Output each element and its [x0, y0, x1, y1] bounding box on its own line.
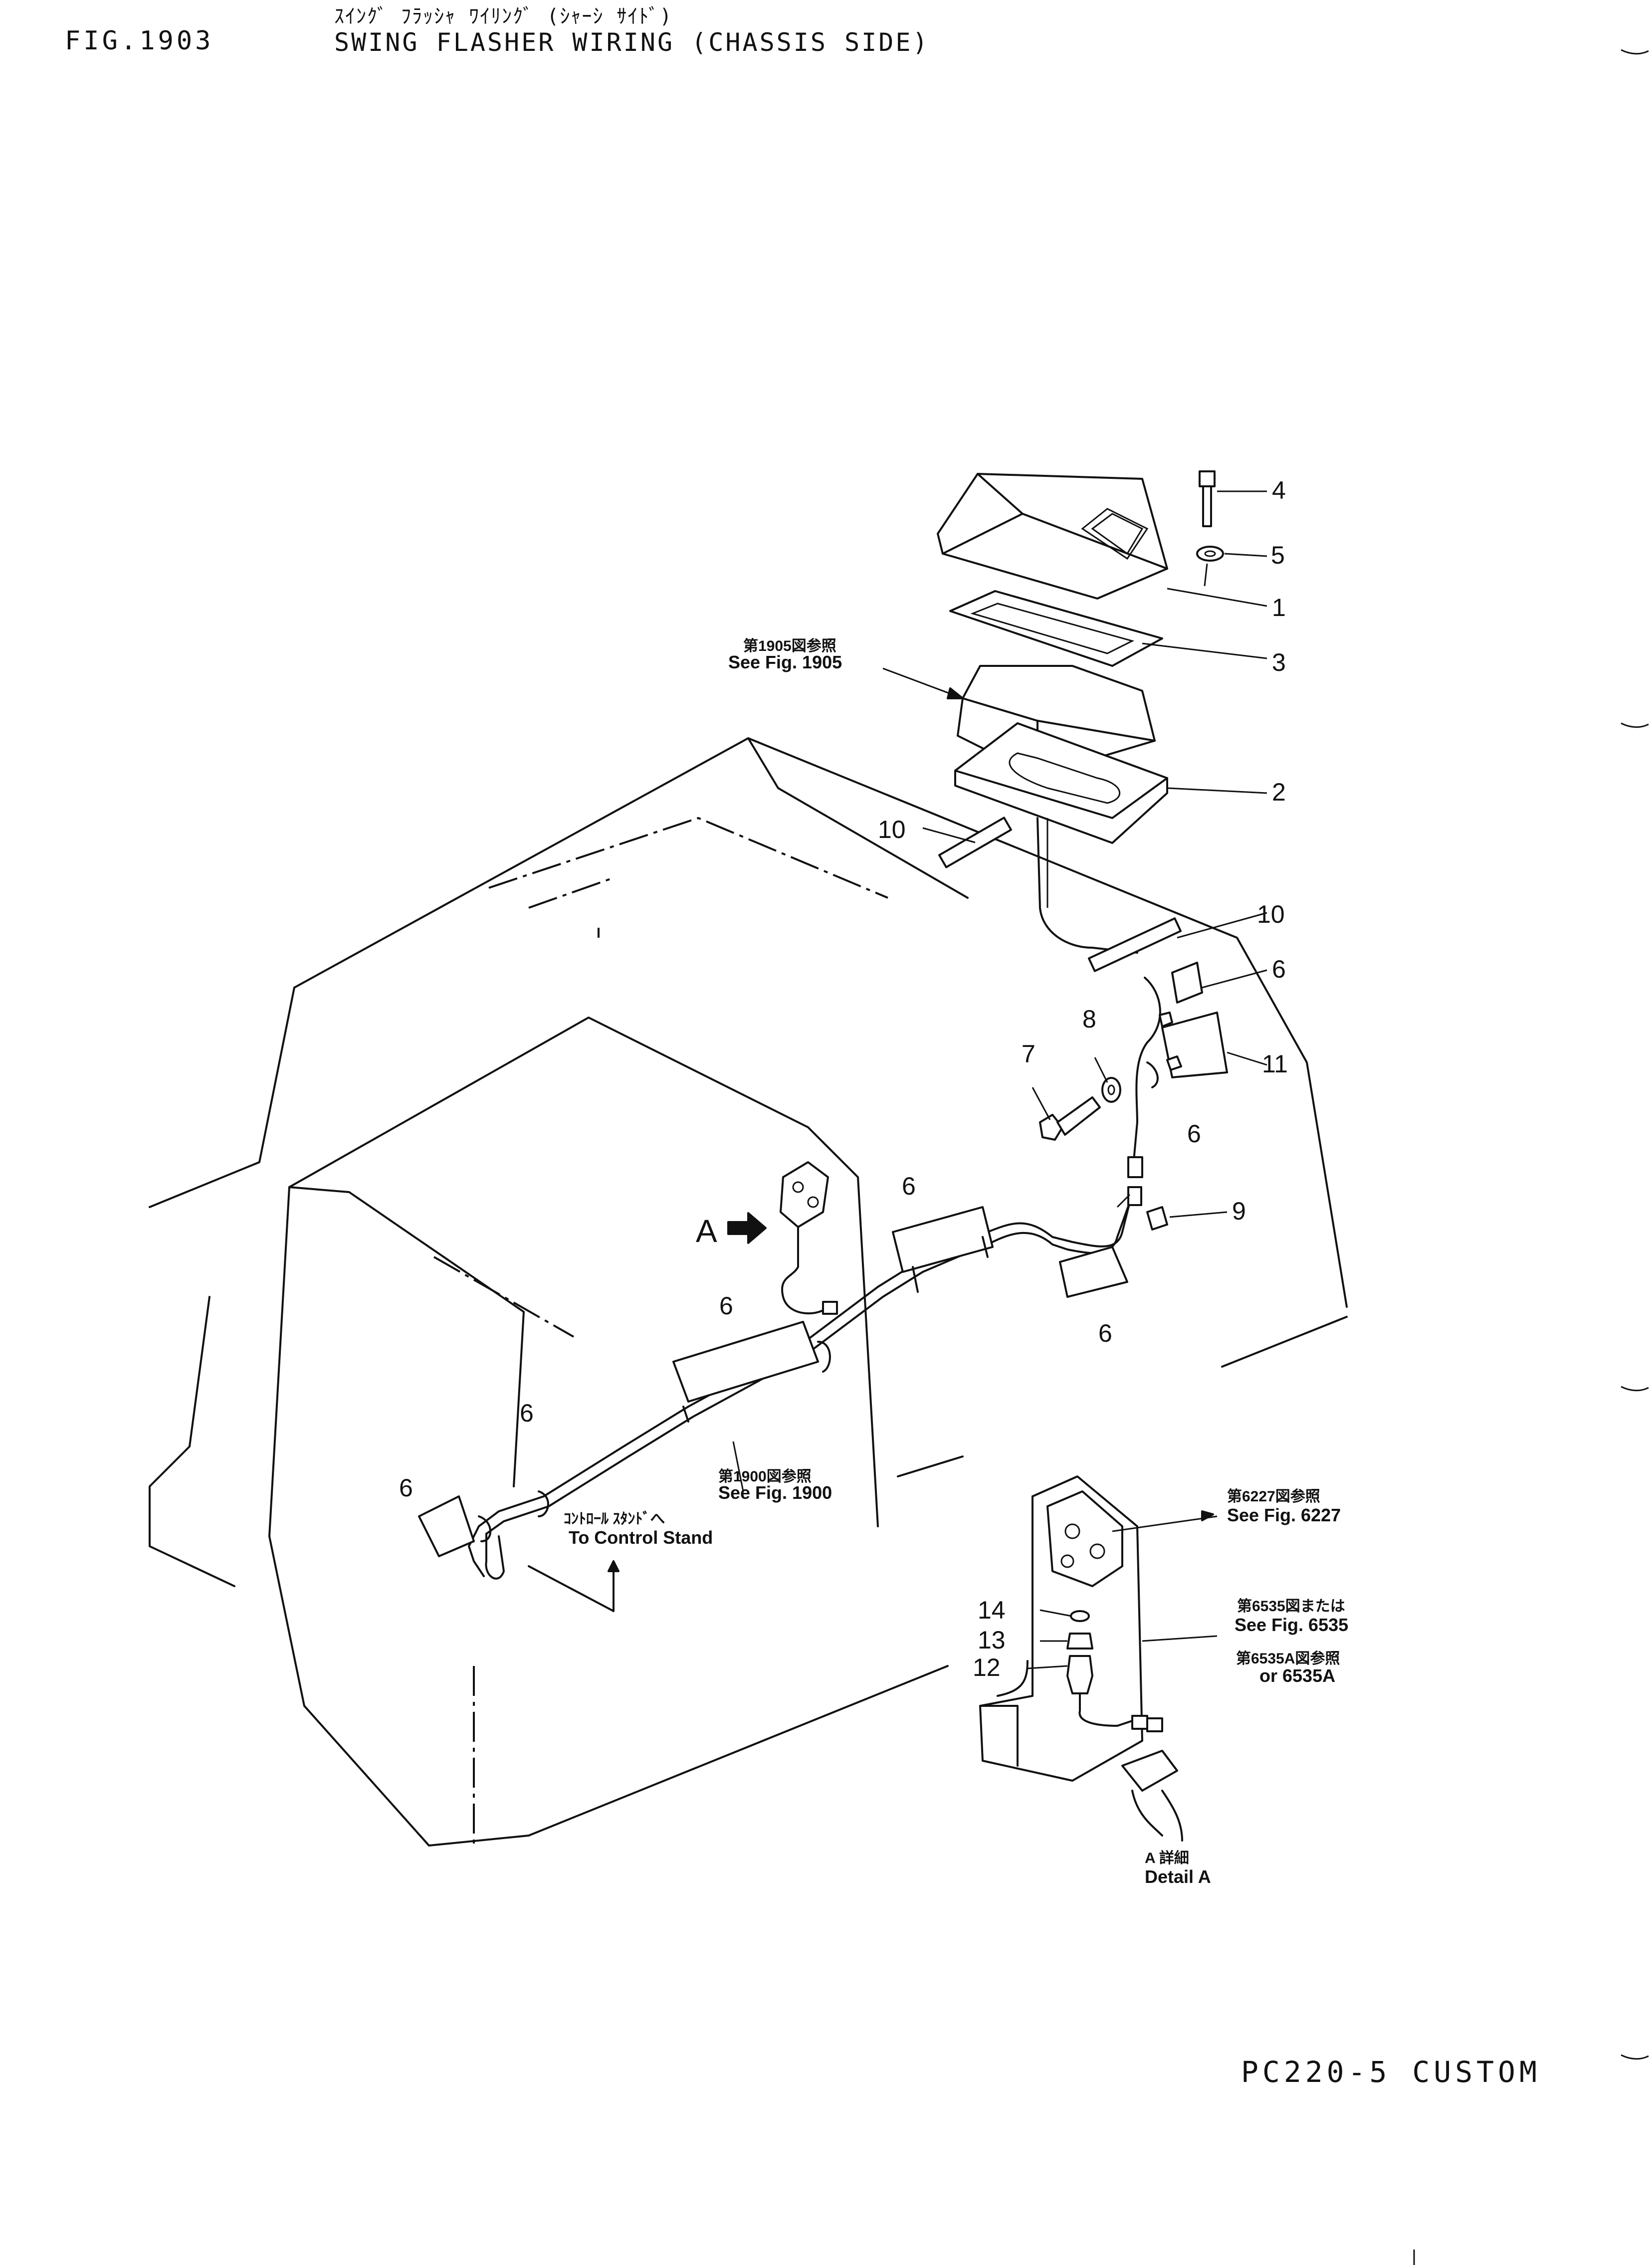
callout-4: 4 — [1272, 476, 1286, 504]
callout-5: 5 — [1271, 541, 1285, 569]
view-a-label: A — [696, 1213, 717, 1249]
connector-9 — [1146, 1206, 1168, 1231]
washer-8 — [1101, 1077, 1121, 1103]
callout-10b: 10 — [1257, 900, 1285, 928]
nut-11a — [1159, 1012, 1173, 1028]
callout-11: 11 — [1262, 1050, 1288, 1078]
ref-fig1905-en: See Fig. 1905 — [728, 652, 842, 672]
callout-14: 14 — [978, 1596, 1006, 1624]
callout-6g: 6 — [399, 1474, 413, 1502]
ref-control-en: To Control Stand — [569, 1527, 713, 1548]
callout-9: 9 — [1232, 1197, 1246, 1225]
callout-6e: 6 — [719, 1292, 733, 1320]
rubber-strip-10b — [1087, 917, 1182, 972]
clamp-tag-left — [418, 1495, 475, 1557]
clamp-tag-main-3 — [672, 1321, 819, 1403]
nut-11b — [1166, 1055, 1182, 1071]
callout-10a: 10 — [878, 816, 906, 843]
callout-6a: 6 — [1272, 955, 1286, 983]
ref-fig1900-en: See Fig. 1900 — [718, 1482, 832, 1503]
nut-13 — [1066, 1633, 1093, 1649]
callout-6d: 6 — [1098, 1319, 1112, 1347]
ref-fig6535a-jp: 第6535A図参照 — [1236, 1650, 1340, 1667]
title-japanese: ｽｲﾝｸﾞ ﾌﾗｯｼｬ ﾜｲﾘﾝｸﾞ (ｼｬｰｼ ｻｲﾄﾞ) — [334, 5, 673, 28]
lamp-cover — [937, 473, 1168, 600]
ref-fig6535a-en: or 6535A — [1259, 1665, 1335, 1686]
callout-6f: 6 — [520, 1399, 534, 1427]
clamp-tag-upper — [1171, 962, 1203, 1004]
bolt-7 — [1039, 1114, 1063, 1141]
washer-5 — [1196, 546, 1224, 562]
ref-fig1900-jp: 第1900図参照 — [718, 1468, 812, 1485]
figure-number: FIG.1903 — [65, 26, 214, 56]
callout-12: 12 — [973, 1653, 1001, 1681]
detail-a — [979, 1475, 1183, 1842]
ref-fig6227-jp: 第6227図参照 — [1227, 1488, 1320, 1505]
foreground-block — [268, 1017, 949, 1847]
ref-fig6535-jp: 第6535図または — [1237, 1598, 1345, 1615]
switch-12 — [1066, 1655, 1093, 1694]
detail-a-jp: A 詳細 — [1145, 1850, 1189, 1866]
clamp-tag-main-2 — [1059, 1246, 1128, 1298]
callout-8: 8 — [1082, 1005, 1096, 1033]
gasket-3 — [949, 590, 1163, 667]
ref-fig6535-en: See Fig. 6535 — [1235, 1615, 1348, 1635]
bolt-4 — [1199, 470, 1216, 487]
machine-body — [149, 737, 1348, 1587]
callout-13: 13 — [978, 1626, 1006, 1654]
model-name: PC220-5 CUSTOM — [1241, 2055, 1541, 2089]
callout-7: 7 — [1022, 1040, 1035, 1068]
ref-fig6227-en: See Fig. 6227 — [1227, 1505, 1341, 1525]
clamp-tags — [418, 962, 1228, 1557]
detail-a-en: Detail A — [1145, 1866, 1211, 1887]
detail-a-switch — [1046, 1490, 1123, 1587]
view-a-arrow — [727, 1212, 767, 1244]
callout-2: 2 — [1272, 778, 1286, 806]
view-a-switch — [727, 1161, 838, 1315]
callout-3: 3 — [1272, 648, 1286, 676]
title-english: SWING FLASHER WIRING (CHASSIS SIDE) — [334, 28, 930, 57]
leader-lines — [528, 490, 1267, 1669]
o-ring-14 — [1070, 1610, 1090, 1622]
callout-6c: 6 — [902, 1172, 916, 1200]
small-hardware — [1039, 1012, 1182, 1231]
clamp-tag-main-1 — [892, 1206, 994, 1273]
flasher-lamp-assembly — [937, 470, 1224, 954]
callout-1: 1 — [1272, 594, 1286, 621]
callout-6b: 6 — [1187, 1120, 1201, 1148]
ref-control-jp: ｺﾝﾄﾛｰﾙ ｽﾀﾝﾄﾞへ — [564, 1511, 665, 1527]
ref-fig1905-jp: 第1905図参照 — [743, 637, 836, 654]
